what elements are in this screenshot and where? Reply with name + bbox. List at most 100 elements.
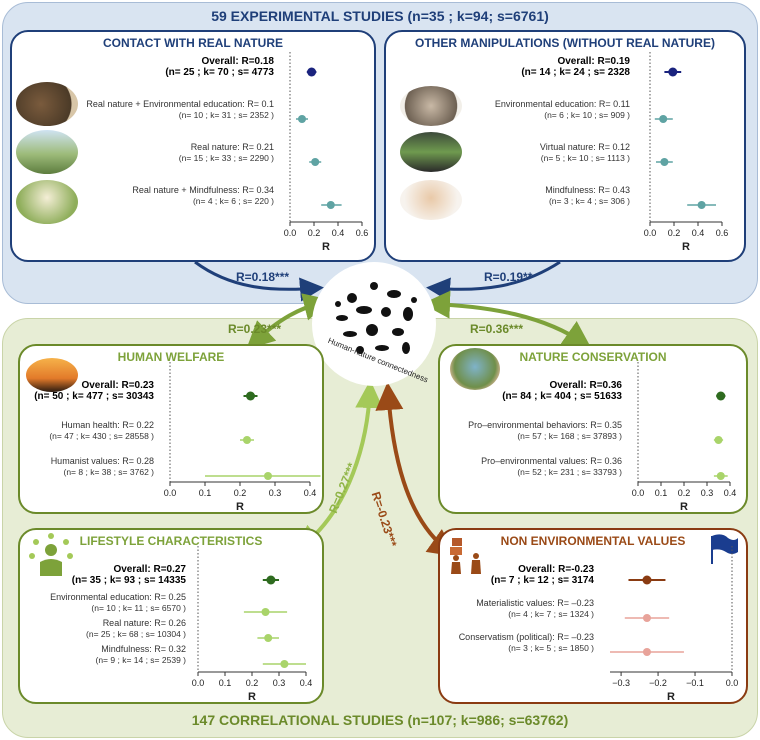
forest-label-row: Human health: R= 0.22(n= 47 ; k= 430 ; s… [49, 420, 154, 441]
correlational-title: 147 CORRELATIONAL STUDIES (n=107; k=986;… [191, 712, 569, 728]
x-tick-label: 0.4 [332, 228, 345, 238]
x-tick-label: 0.2 [308, 228, 321, 238]
photo-classroom [400, 86, 462, 126]
x-tick-label: 0.6 [716, 228, 729, 238]
estimate-point [714, 436, 723, 444]
x-tick-label: 0.2 [246, 678, 259, 688]
photo-meditation-outdoor [16, 180, 78, 224]
overall-point [246, 391, 255, 401]
panel-other-manipulations: OTHER MANIPULATIONS (WITHOUT REAL NATURE… [384, 30, 746, 262]
estimate-point [326, 201, 335, 209]
link-label-real-nature: R=0.18*** [236, 270, 290, 284]
x-tick-label: 0.1 [655, 488, 668, 498]
estimate-point [261, 608, 270, 616]
x-tick-label: 0.4 [304, 488, 317, 498]
x-axis-label: R [236, 501, 244, 513]
center-node [312, 262, 436, 386]
x-tick-label: −0.1 [686, 678, 704, 688]
overall-point [266, 575, 276, 585]
photo-mountain-landscape [16, 130, 78, 174]
x-tick-label: 0.0 [284, 228, 297, 238]
x-tick-label: 0.6 [356, 228, 369, 238]
forest-label-row: Real nature: R= 0.21(n= 15 ; k= 33 ; s= … [178, 142, 274, 163]
arrow-non-env [375, 382, 457, 557]
forest-label-row: Real nature + Mindfulness: R= 0.34(n= 4 … [132, 185, 274, 206]
estimate-point [280, 660, 289, 668]
x-tick-label: 0.1 [199, 488, 212, 498]
x-tick-label: 0.4 [724, 488, 737, 498]
forest-label-row: Pro–environmental values: R= 0.36(n= 52 … [481, 456, 622, 477]
x-tick-label: −0.3 [612, 678, 630, 688]
photo-virtual-screen [400, 132, 462, 172]
panel-nature-conservation: NATURE CONSERVATION Overall: R=0.36(n= 8… [438, 344, 748, 514]
estimate-point [716, 472, 725, 480]
panel-title: NATURE CONSERVATION [519, 350, 667, 364]
estimate-point [243, 436, 251, 444]
forest-label-row: Real nature + Environmental education: R… [86, 99, 274, 120]
overall-point [668, 67, 678, 77]
photo-globe-hands [450, 348, 500, 390]
forest-label-row: Conservatism (political): R= –0.23(n= 3 … [458, 632, 594, 653]
forest-label-overall: Overall: R=0.18(n= 25 ; k= 70 ; s= 4773 [165, 56, 274, 78]
panel-contact-real-nature: CONTACT WITH REAL NATURE Overall: R=0.18… [10, 30, 376, 262]
forest-plot-other-manipulations: 0.0 0.2 0.4 0.6R [644, 52, 729, 253]
forest-label-overall: Overall: R=0.23(n= 50 ; k= 477 ; s= 3034… [34, 380, 154, 402]
x-tick-label: 0.2 [678, 488, 691, 498]
x-tick-label: 0.0 [192, 678, 205, 688]
x-axis-label: R [667, 691, 675, 703]
x-axis-label: R [680, 501, 688, 513]
forest-label-row: Mindfulness: R= 0.32(n= 9 ; k= 14 ; s= 2… [95, 644, 187, 665]
link-label-nature-conservation: R=0.36*** [470, 322, 524, 336]
x-tick-label: 0.0 [644, 228, 657, 238]
panel-title: OTHER MANIPULATIONS (WITHOUT REAL NATURE… [415, 36, 715, 50]
estimate-point [264, 634, 273, 642]
panel-human-welfare: HUMAN WELFARE Overall: R=0.23(n= 50 ; k=… [18, 344, 324, 514]
link-label-human-welfare: R=0.23*** [228, 322, 282, 336]
estimate-point [697, 201, 706, 209]
forest-label-overall: Overall: R=-0.23(n= 7 ; k= 12 ; s= 3174 [490, 564, 594, 586]
forest-label-row: Environmental education: R= 0.11(n= 6 ; … [494, 99, 630, 120]
forest-label-overall: Overall: R=0.36(n= 84 ; k= 404 ; s= 5163… [502, 380, 622, 402]
estimate-point [264, 472, 272, 480]
animal-silhouettes-icon [335, 282, 417, 354]
forest-label-overall: Overall: R=0.27(n= 35 ; k= 93 ; s= 14335 [71, 564, 186, 586]
x-tick-label: 0.0 [632, 488, 645, 498]
forest-label-row: Humanist values: R= 0.28(n= 8 ; k= 38 ; … [50, 456, 154, 477]
x-tick-label: 0.3 [269, 488, 282, 498]
forest-plot-nature-conservation: 0.0 0.1 0.2 0.3 0.4R [632, 362, 737, 513]
estimate-point [311, 158, 320, 166]
forest-label-row: Materialistic values: R= –0.23(n= 4 ; k=… [476, 598, 594, 619]
arrow-real-nature [194, 260, 324, 302]
estimate-point [642, 614, 651, 622]
estimate-point [642, 648, 651, 656]
panel-title: CONTACT WITH REAL NATURE [103, 36, 283, 50]
x-tick-label: 0.1 [219, 678, 232, 688]
x-tick-label: 0.4 [300, 678, 313, 688]
forest-label-row: Pro–environmental behaviors: R= 0.35(n= … [468, 420, 622, 441]
overall-point [642, 575, 652, 585]
x-tick-label: 0.2 [234, 488, 247, 498]
arrow-other-manip [426, 260, 561, 302]
overall-point [307, 67, 317, 77]
forest-label-row: Environmental education: R= 0.25(n= 10 ;… [50, 592, 186, 613]
panel-title: HUMAN WELFARE [117, 350, 225, 364]
forest-label-row: Virtual nature: R= 0.12(n= 5 ; k= 10 ; s… [539, 142, 630, 163]
photo-jumping-people [26, 358, 78, 392]
estimate-point [660, 158, 669, 166]
flag-icon [711, 534, 738, 564]
photo-meditation-indoor [400, 180, 462, 220]
estimate-point [298, 115, 306, 123]
experimental-title: 59 EXPERIMENTAL STUDIES (n=35 ; k=94; s=… [211, 8, 549, 24]
forest-label-row: Real nature: R= 0.26(n= 25 ; k= 68 ; s= … [86, 618, 186, 639]
x-tick-label: 0.0 [164, 488, 177, 498]
x-tick-label: 0.4 [692, 228, 705, 238]
photo-hands-soil [16, 82, 78, 126]
panel-lifestyle-characteristics: LIFESTYLE CHARACTERISTICS Overall: R=0.2… [18, 528, 324, 704]
x-tick-label: 0.3 [273, 678, 286, 688]
x-tick-label: 0.2 [668, 228, 681, 238]
x-tick-label: 0.3 [701, 488, 714, 498]
x-axis-label: R [682, 241, 690, 253]
